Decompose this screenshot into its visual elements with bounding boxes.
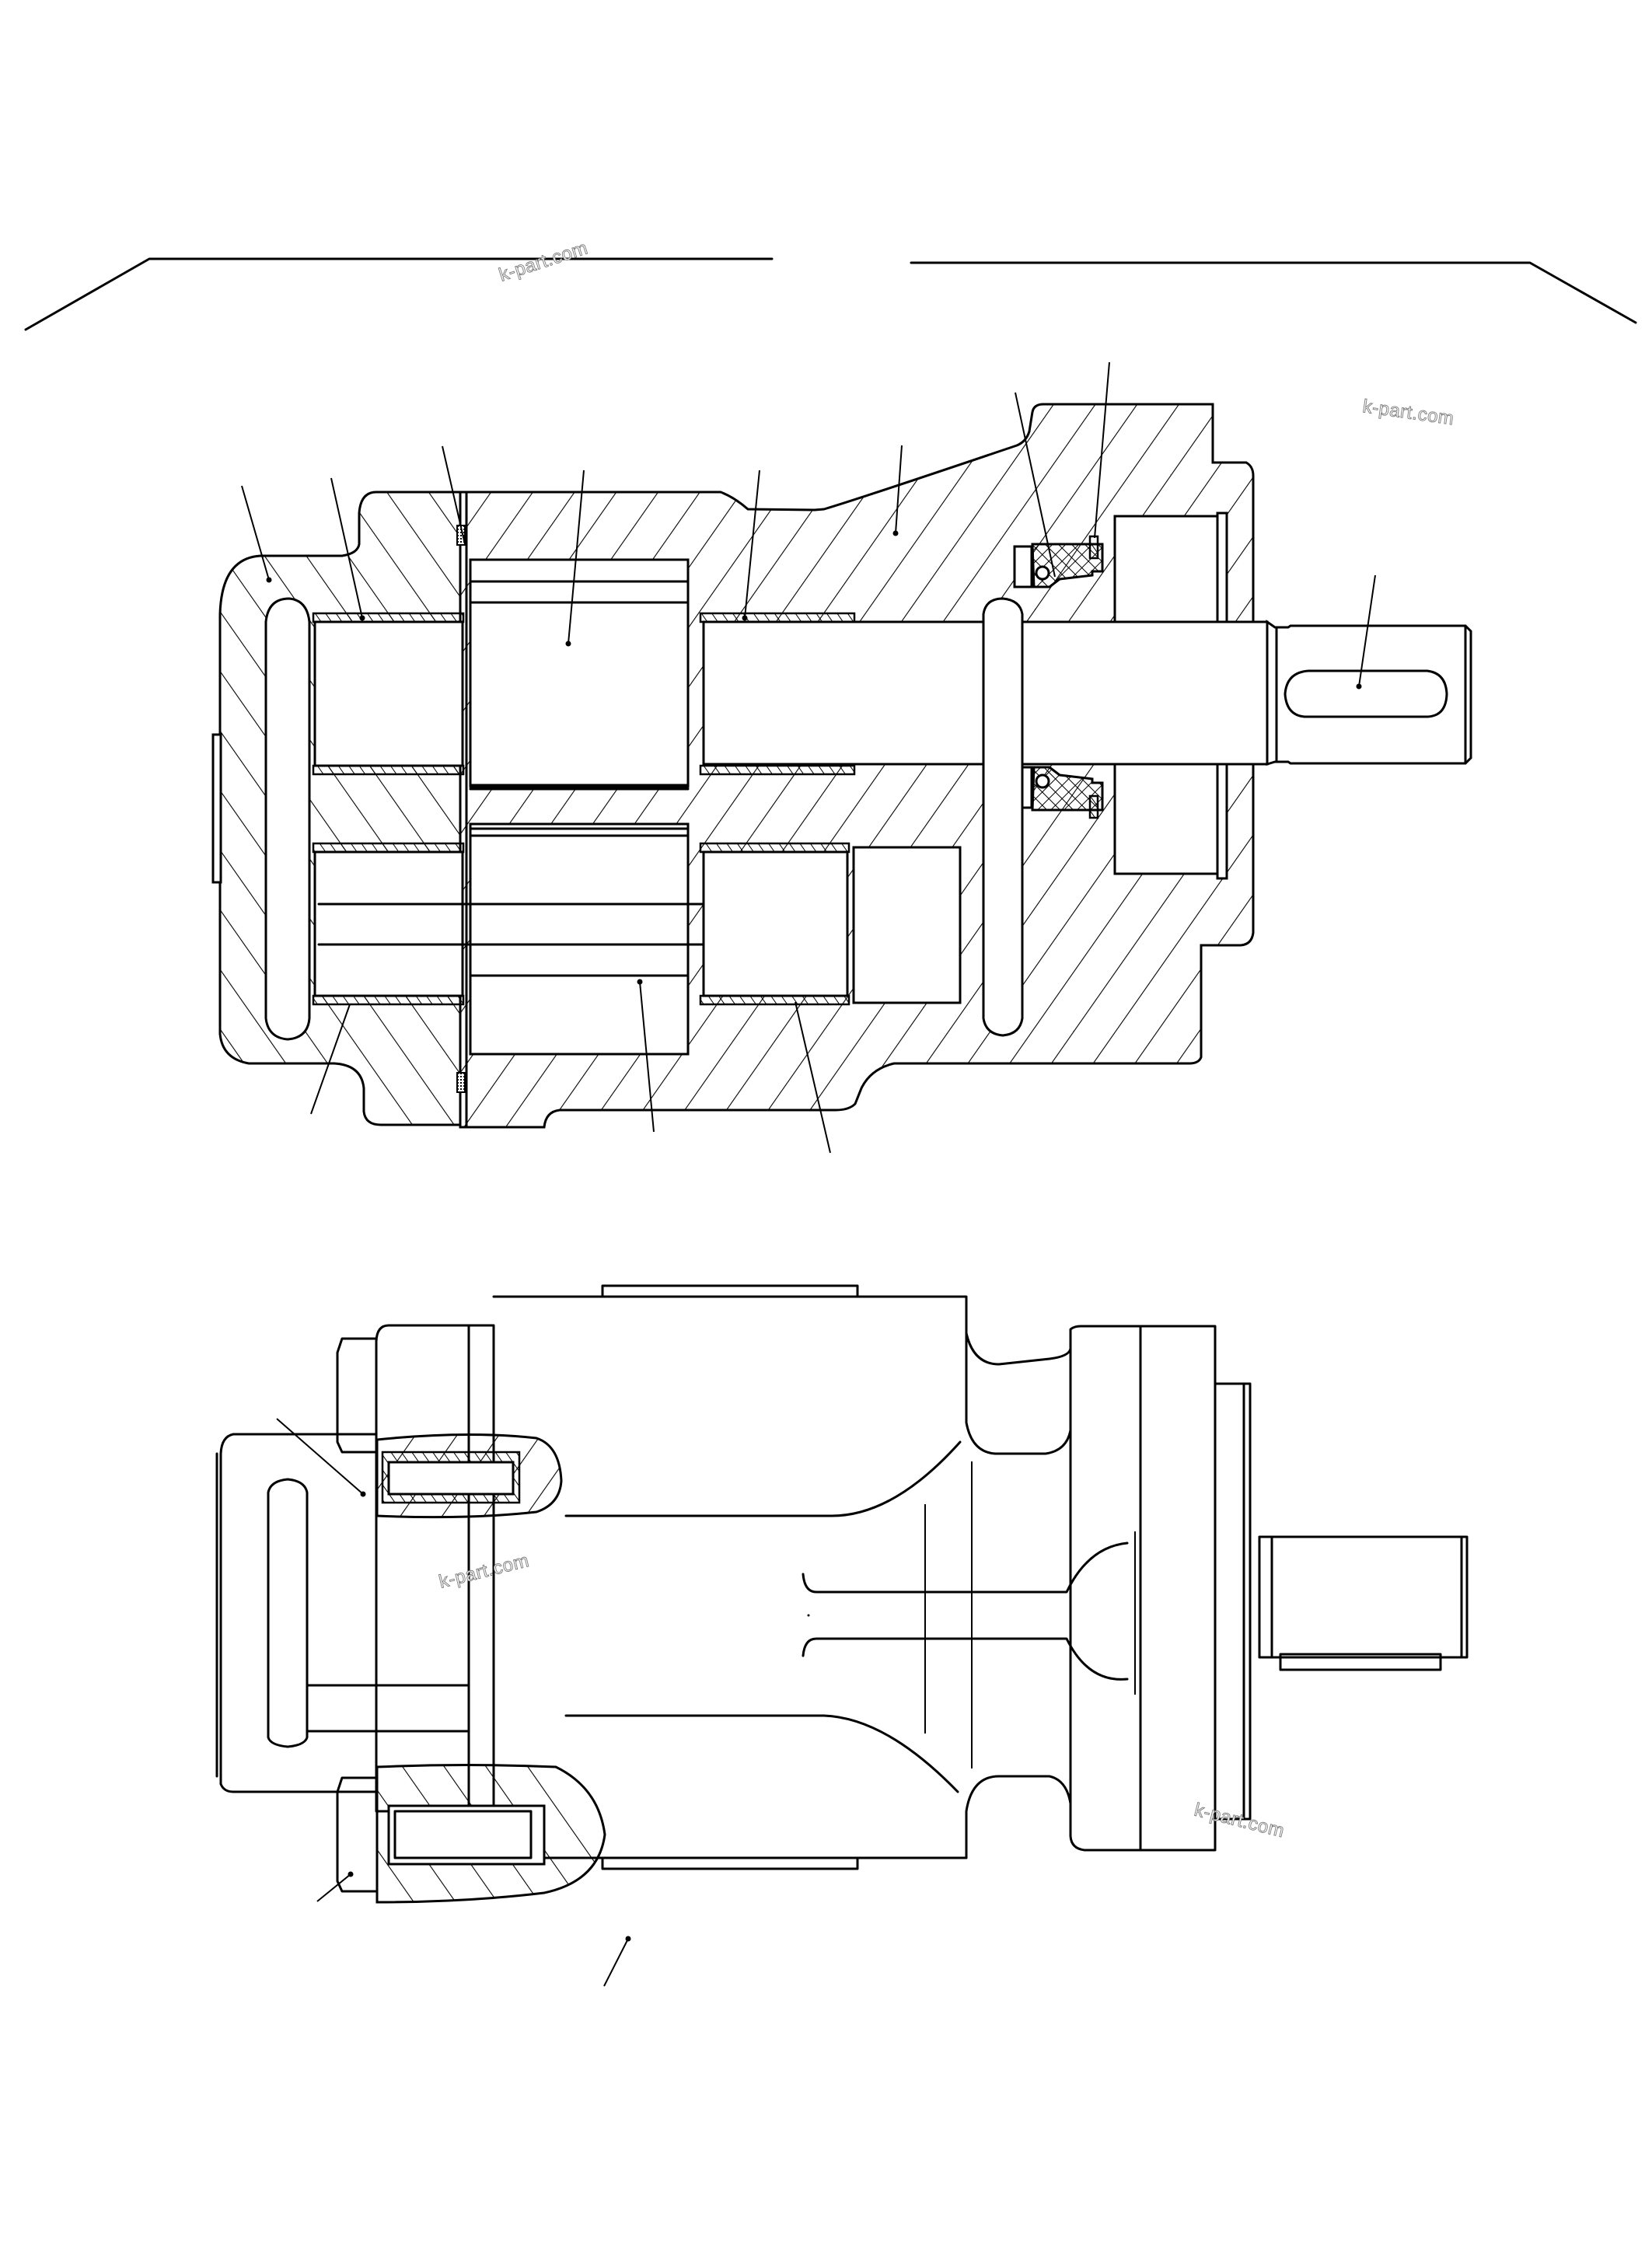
shaft-rear-upper xyxy=(313,620,464,767)
top-port-boss xyxy=(601,1284,859,1298)
callout-dot xyxy=(266,577,272,583)
shaft-key xyxy=(1279,1653,1442,1671)
port-passage-upper xyxy=(564,1440,962,1517)
drive-shaft-front xyxy=(990,620,1269,766)
callout-leader xyxy=(744,470,760,619)
end-cap-channel xyxy=(267,1478,309,1748)
seal-retaining-ring-upper xyxy=(1088,535,1099,560)
driven-gear xyxy=(469,827,690,1056)
drive-shaft xyxy=(702,620,985,766)
right-bracket-line xyxy=(910,261,1637,324)
o-ring-lower xyxy=(456,1072,466,1093)
frame-brackets xyxy=(24,257,1637,331)
watermark-text: k-part.com xyxy=(1361,396,1455,429)
callout-leader xyxy=(795,1001,831,1154)
callout-leader xyxy=(316,1873,351,1902)
bushing-front-bottom-inner xyxy=(699,842,850,854)
bushing-rear-top-inner xyxy=(312,764,465,776)
driven-shaft-pocket xyxy=(852,846,962,1004)
lower-callouts xyxy=(276,1418,631,1987)
callout-leader xyxy=(442,445,466,545)
bushing-front-top-outer xyxy=(699,612,856,623)
callout-dot xyxy=(625,1936,631,1942)
bolt-bore-upper xyxy=(387,1461,515,1496)
upper-callouts xyxy=(241,361,1376,1154)
rear-end-cap xyxy=(219,1433,378,1793)
drive-shaft-external xyxy=(1258,1535,1469,1659)
callout-leader xyxy=(241,485,270,581)
shaft-passage-top xyxy=(802,1541,1129,1594)
bushing-front-top-inner xyxy=(699,764,856,776)
callout-leader xyxy=(1358,574,1376,687)
shaft-passage-bottom xyxy=(802,1637,1129,1681)
drive-gear xyxy=(469,601,690,787)
shaft-rear-lower xyxy=(313,850,464,997)
seal-spacer-upper xyxy=(1013,545,1033,588)
rear-plate-boss xyxy=(211,733,222,884)
callout-leader xyxy=(1094,361,1110,539)
callout-leader xyxy=(895,445,903,534)
front-return-channel xyxy=(982,597,1024,1037)
callout-dot xyxy=(359,615,365,621)
seal-spring-upper xyxy=(1035,565,1050,581)
pump-body-outline xyxy=(492,1295,1072,1859)
callout-dot xyxy=(892,530,899,536)
mounting-flange xyxy=(1069,1325,1217,1852)
bolt-bore-lower xyxy=(387,1804,546,1866)
bolt-thread-lower xyxy=(393,1810,533,1859)
callout-dot xyxy=(348,1871,354,1877)
callout-leader xyxy=(330,477,363,619)
bushing-rear-bottom-outer xyxy=(312,994,465,1006)
callout-leader xyxy=(1015,392,1056,578)
upper-sectional-view xyxy=(211,361,1472,1154)
bushing-rear-top-outer xyxy=(312,612,465,623)
callout-dot xyxy=(565,641,571,647)
port-passage-lower xyxy=(564,1714,959,1793)
left-bracket-line xyxy=(24,257,774,331)
rear-cover-channel xyxy=(264,597,311,1041)
bolt-head-lower xyxy=(336,1776,378,1893)
flange-pilot xyxy=(1214,1382,1252,1821)
driven-shaft-front xyxy=(702,850,849,997)
rear-cover-outline xyxy=(375,1324,495,1813)
watermark-text: k-part.com xyxy=(497,237,591,285)
callout-leader xyxy=(639,981,655,1133)
callout-dot xyxy=(1356,683,1362,690)
callout-leader xyxy=(568,470,585,644)
lower-external-view xyxy=(215,1284,1469,1987)
callout-leader xyxy=(310,1004,351,1115)
callout-leader xyxy=(603,1938,629,1987)
bottom-port-boss xyxy=(601,1856,859,1870)
callout-dot xyxy=(742,615,748,621)
callout-dot xyxy=(360,1491,366,1497)
seal-spring-lower xyxy=(1035,773,1050,789)
bolt-head-upper xyxy=(336,1337,378,1454)
watermark-text: k-part.com xyxy=(437,1550,531,1593)
callout-leader xyxy=(276,1418,364,1495)
key-slot xyxy=(1284,669,1448,718)
watermark-text: k-part.com xyxy=(1193,1800,1287,1842)
callout-dot xyxy=(637,979,643,985)
bushing-rear-bottom-inner xyxy=(312,842,465,854)
shaft-key-end xyxy=(1266,620,1472,766)
lower-flange-fillet xyxy=(965,1775,1072,1859)
lip-seal-lower xyxy=(1031,766,1104,812)
bushing-front-bottom-outer xyxy=(699,994,850,1006)
seal-retaining-ring-lower xyxy=(1088,794,1099,819)
